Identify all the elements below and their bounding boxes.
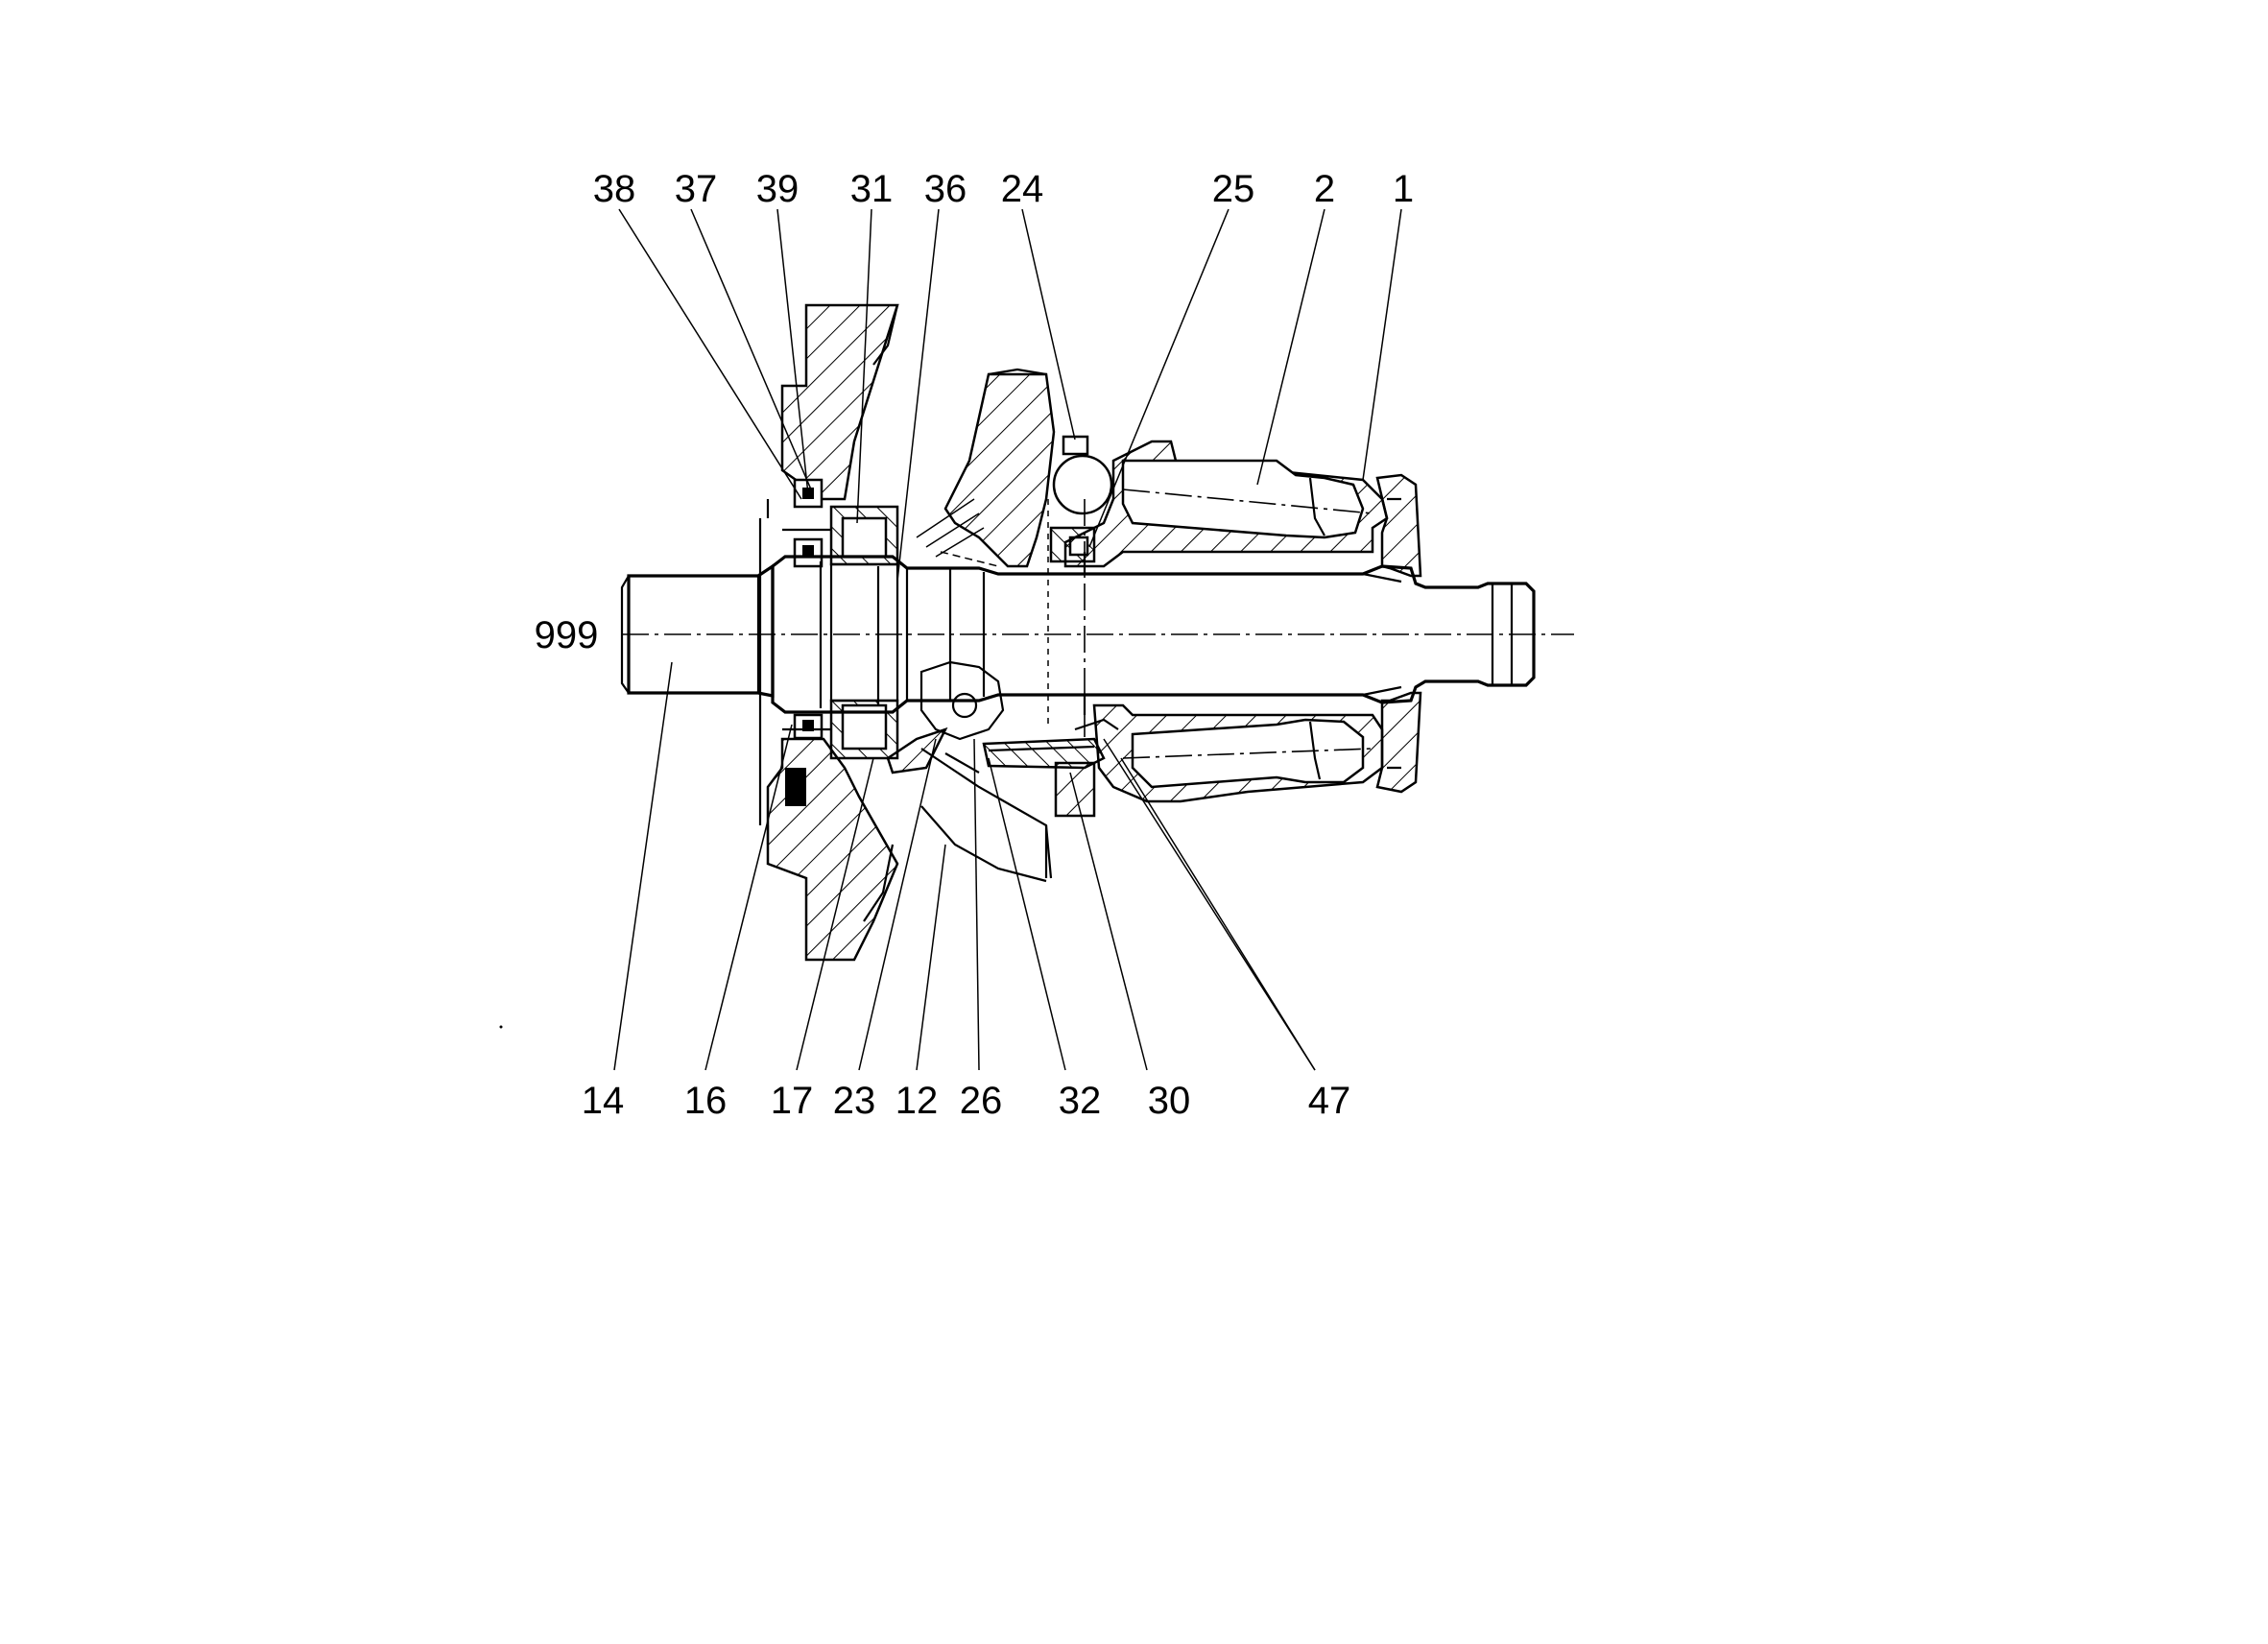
callout-32: 32 bbox=[1059, 1080, 1102, 1122]
piston-lower bbox=[1122, 718, 1373, 789]
piston-upper bbox=[1121, 459, 1373, 539]
callout-999: 999 bbox=[535, 614, 599, 656]
callout-26: 26 bbox=[960, 1080, 1003, 1122]
stray-dot bbox=[499, 1025, 503, 1029]
swash-plate-lower bbox=[886, 660, 1053, 883]
drive-shaft bbox=[620, 555, 1536, 714]
callout-17: 17 bbox=[771, 1080, 814, 1122]
callout-47: 47 bbox=[1308, 1080, 1351, 1122]
callout-1: 1 bbox=[1393, 168, 1414, 210]
seal-assembly bbox=[782, 478, 831, 806]
callout-36: 36 bbox=[924, 168, 967, 210]
leader-lines bbox=[613, 208, 1402, 1071]
callout-23: 23 bbox=[833, 1080, 876, 1122]
callout-24: 24 bbox=[1001, 168, 1044, 210]
callout-38: 38 bbox=[593, 168, 636, 210]
callout-25: 25 bbox=[1212, 168, 1255, 210]
callout-12: 12 bbox=[895, 1080, 939, 1122]
callouts-top: 38 37 39 31 36 24 25 2 1 bbox=[593, 168, 1414, 210]
callouts-bottom: 14 16 17 23 12 26 32 30 47 bbox=[582, 1080, 1351, 1122]
mounting-flange bbox=[758, 303, 899, 962]
cylinder-bore bbox=[1032, 552, 1086, 715]
bearing-cartridge bbox=[829, 505, 899, 760]
callout-14: 14 bbox=[582, 1080, 625, 1122]
callout-2: 2 bbox=[1314, 168, 1335, 210]
swash-plate bbox=[916, 368, 1056, 568]
callout-37: 37 bbox=[675, 168, 718, 210]
callout-30: 30 bbox=[1148, 1080, 1191, 1122]
port-plate bbox=[1375, 473, 1422, 794]
callout-39: 39 bbox=[756, 168, 800, 210]
callout-16: 16 bbox=[684, 1080, 728, 1122]
callout-31: 31 bbox=[850, 168, 894, 210]
